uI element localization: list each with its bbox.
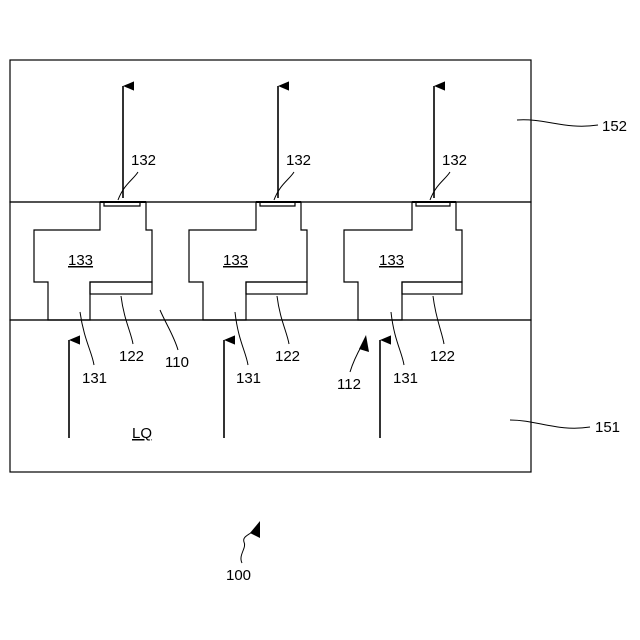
upper-chamber: [10, 60, 531, 202]
film: [90, 282, 152, 294]
inlet-label: 131: [236, 370, 261, 387]
film: [402, 282, 462, 294]
film: [246, 282, 307, 294]
inlet-label: 131: [393, 370, 418, 387]
cavity-label: 133: [68, 252, 93, 269]
surface-label: 112: [337, 376, 361, 393]
device-arrowhead: [250, 521, 260, 538]
cavity-label: 133: [223, 252, 248, 269]
upper-chamber-label: 152: [602, 118, 627, 135]
outlet-label: 132: [442, 152, 467, 169]
device-label: 100: [226, 567, 251, 584]
cavity-label: 133: [379, 252, 404, 269]
lower-chamber-label: 151: [595, 419, 620, 436]
lower-chamber: [10, 320, 531, 472]
film-label: 122: [119, 348, 144, 365]
outlet-label: 132: [286, 152, 311, 169]
liquid-label: LQ: [132, 425, 152, 442]
inlet-label: 131: [82, 370, 107, 387]
substrate-label: 110: [165, 354, 189, 371]
film-label: 122: [430, 348, 455, 365]
film-label: 122: [275, 348, 300, 365]
surface-arrowhead: [359, 335, 369, 352]
outlet-label: 132: [131, 152, 156, 169]
